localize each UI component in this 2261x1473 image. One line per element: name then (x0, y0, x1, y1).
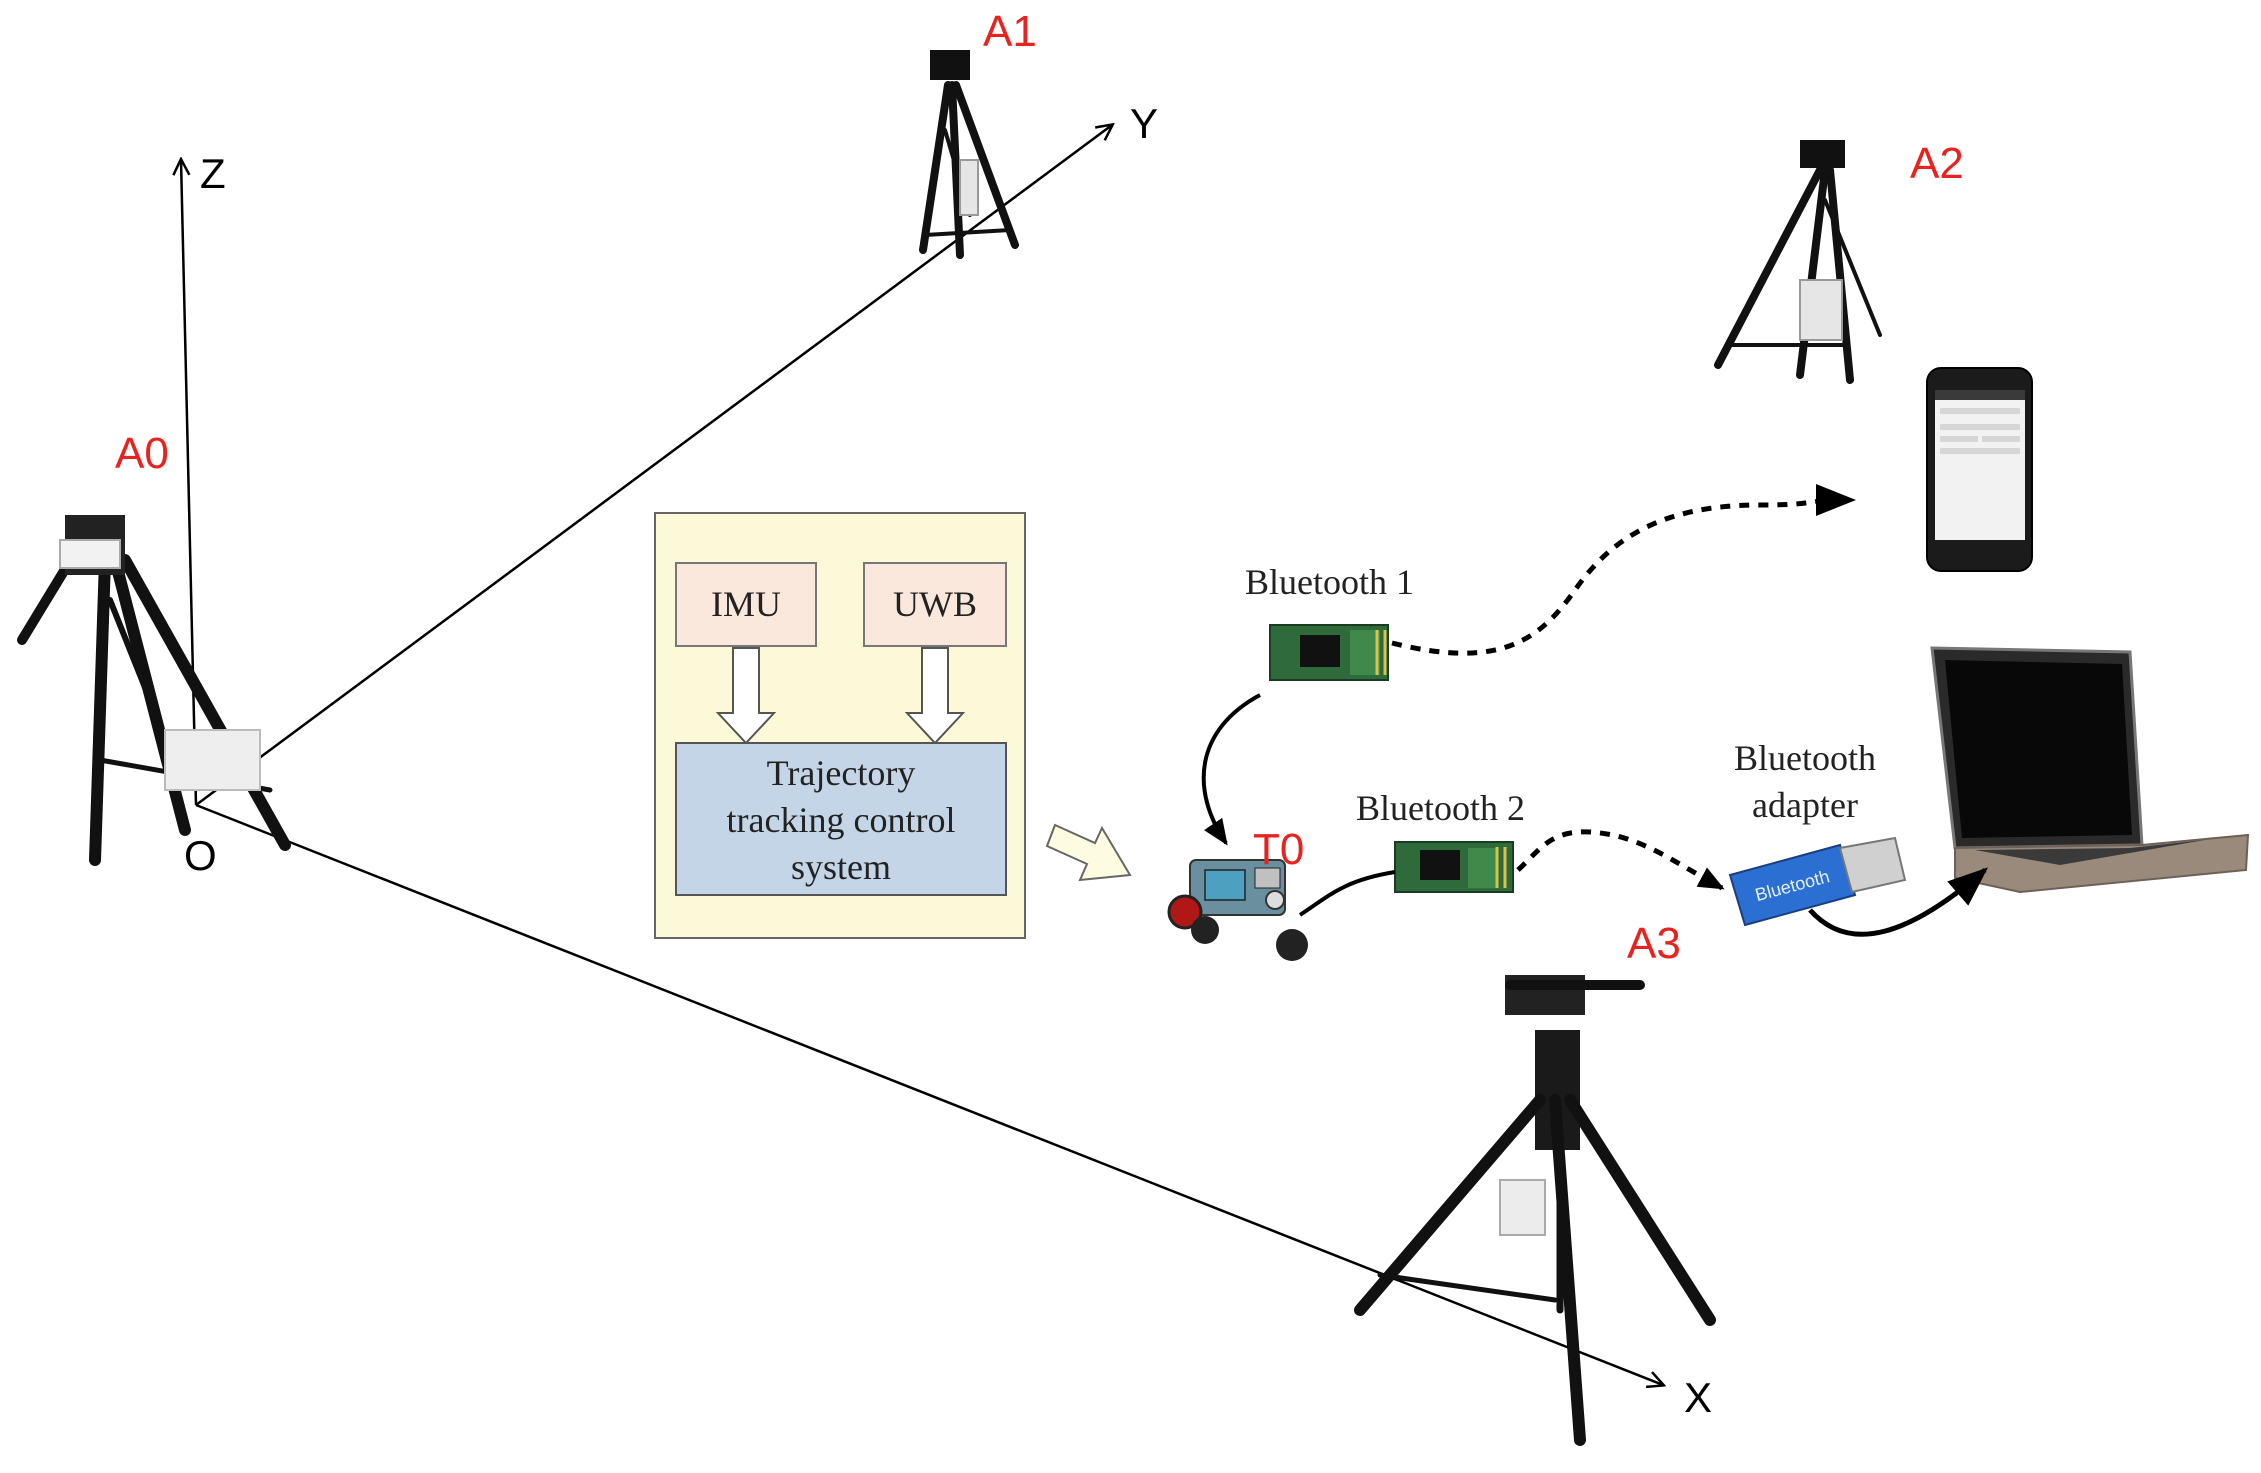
bluetooth-1-module (1269, 624, 1389, 681)
controller-label-line1: Trajectory (767, 753, 916, 793)
z-axis (181, 160, 198, 806)
uwb-to-controller-arrow (904, 647, 966, 745)
bluetooth-2-module (1394, 841, 1514, 893)
bt1-to-car-link (1201, 693, 1261, 846)
block-to-car-arrow (1045, 823, 1132, 882)
controller-label-line2: tracking control (727, 800, 956, 840)
imu-label: IMU (711, 584, 781, 624)
uwb-box (863, 562, 1007, 647)
adapter-label-line1: Bluetooth (1734, 738, 1876, 778)
imu-to-controller-arrow (715, 647, 777, 745)
x-axis-label: X (1684, 1374, 1712, 1421)
anchor-a3-label: A3 (1627, 919, 1681, 968)
anchor-a0-tripod (17, 515, 291, 866)
controller-box (675, 742, 1007, 896)
bluetooth-2-label: Bluetooth 2 (1356, 788, 1525, 828)
bluetooth-adapter: Bluetooth (1728, 836, 1907, 927)
bluetooth-1-label: Bluetooth 1 (1245, 562, 1414, 602)
tag-t0-label: T0 (1253, 825, 1304, 874)
bt1-to-phone-link (1391, 484, 1856, 656)
robot-car (1167, 859, 1308, 961)
adapter-label-line2: adapter (1752, 785, 1858, 825)
controller-label-line3: system (791, 847, 891, 887)
anchor-a3-tripod (1354, 975, 1716, 1446)
coordinate-axes: Z Y X O (181, 100, 1712, 1421)
uwb-label: UWB (893, 584, 977, 624)
anchor-a1-tripod (919, 50, 1019, 259)
bt2-to-adapter-link (1516, 829, 1725, 891)
smartphone (1926, 367, 2033, 572)
x-axis (195, 803, 1663, 1385)
anchor-a0-label: A0 (115, 429, 169, 478)
laptop (1930, 646, 2250, 894)
anchor-a2-label: A2 (1910, 139, 1964, 188)
block-diagram: IMU UWB Trajectory tracking control syst… (654, 512, 1026, 939)
adapter-to-laptop-link (1808, 867, 1989, 937)
imu-box (675, 562, 817, 647)
origin-label: O (184, 832, 217, 879)
z-axis-label: Z (200, 150, 226, 197)
anchor-a2-tripod (1714, 140, 1882, 384)
anchor-a1-label: A1 (983, 7, 1037, 56)
y-axis-label: Y (1130, 100, 1158, 147)
car-to-bt2-cable (1298, 870, 1396, 917)
